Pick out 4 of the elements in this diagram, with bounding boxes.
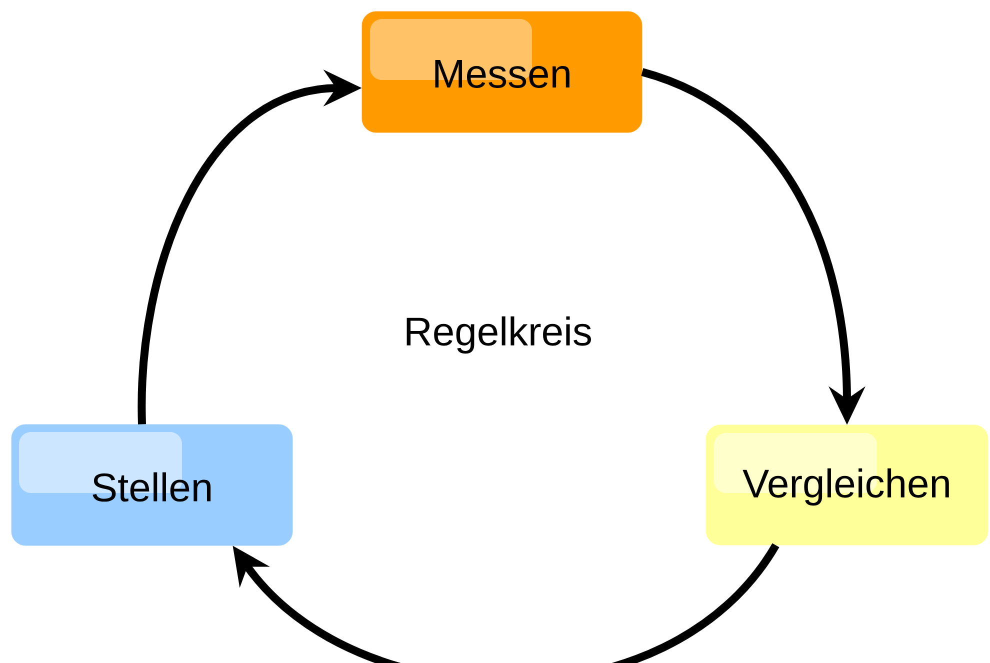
process-box: Vergleichen <box>706 424 988 546</box>
process-box: Stellen <box>11 424 293 546</box>
center-label: Regelkreis <box>406 316 591 354</box>
process-box: Messen <box>362 11 642 133</box>
